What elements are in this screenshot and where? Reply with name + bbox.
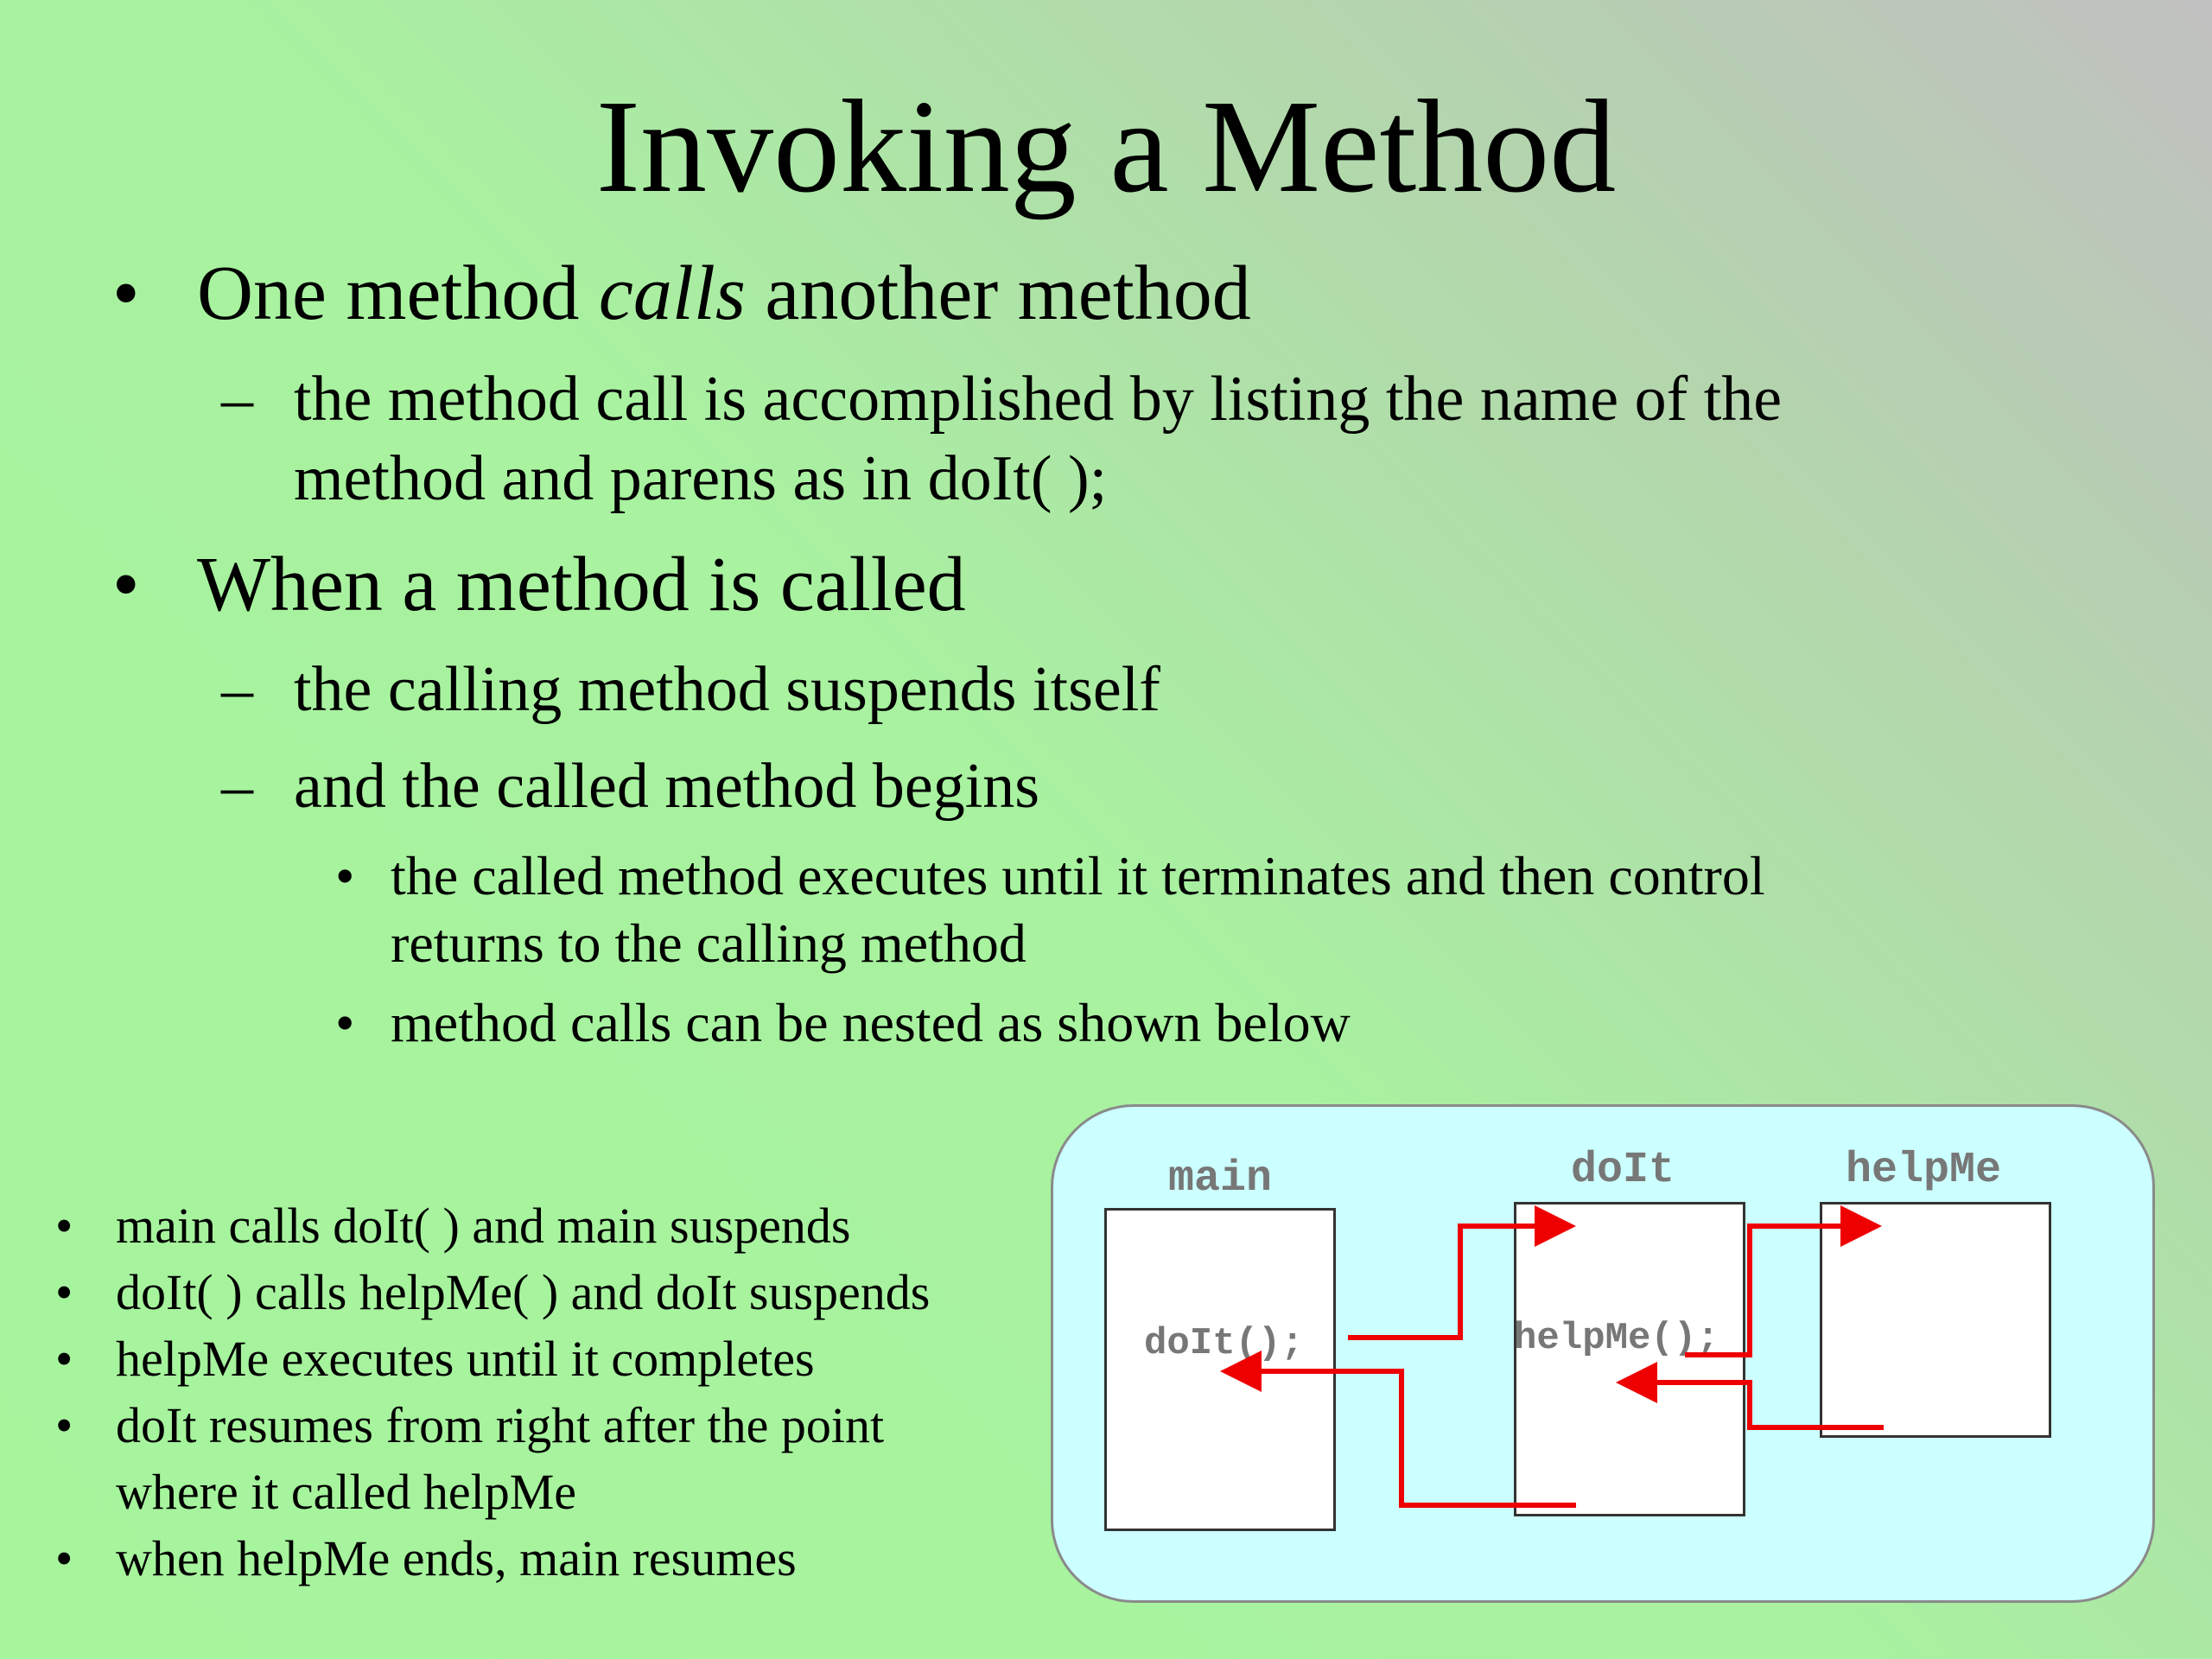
bullet-one-method-calls: One method calls another method [197, 251, 1251, 336]
main-label: main [1168, 1154, 1273, 1204]
sub-bullet-line-2: method and parens as in doIt( ); [294, 443, 1108, 514]
helpme-method-box [1820, 1202, 2051, 1438]
note-text: when helpMe ends, main resumes [116, 1530, 797, 1586]
note-item: • doIt( ) calls helpMe( ) and doIt suspe… [55, 1259, 930, 1325]
doit-label: doIt [1571, 1146, 1675, 1195]
bullet-glyph: • [112, 542, 140, 627]
bullet-glyph: • [55, 1397, 73, 1453]
bullet-glyph: • [112, 251, 140, 336]
bullet-text-post: another method [745, 251, 1251, 336]
bullet-text-emphasis: calls [598, 251, 746, 336]
sub-sub-bullet-executes-until-terminates: the called method executes until it term… [391, 842, 1765, 977]
dash-glyph: – [221, 751, 253, 822]
note-item: • when helpMe ends, main resumes [55, 1525, 930, 1592]
note-item: • helpMe executes until it completes [55, 1325, 930, 1392]
note-text-continued: where it called helpMe [116, 1464, 577, 1520]
bullet-glyph: • [55, 1530, 73, 1586]
bullet-when-method-called: When a method is called [197, 542, 966, 627]
bullet-text-pre: One method [197, 251, 599, 336]
note-text: doIt( ) calls helpMe( ) and doIt suspend… [116, 1264, 931, 1320]
sub-bullet-called-begins: and the called method begins [294, 751, 1040, 822]
note-item: • main calls doIt( ) and main suspends [55, 1192, 930, 1259]
bullet-glyph: • [55, 1264, 73, 1320]
helpme-call-text: helpMe(); [1514, 1317, 1719, 1360]
dash-glyph: – [221, 364, 253, 435]
note-text: helpMe executes until it completes [116, 1331, 815, 1387]
notes-list: • main calls doIt( ) and main suspends •… [55, 1192, 930, 1592]
slide-title: Invoking a Method [595, 73, 1617, 220]
note-text: main calls doIt( ) and main suspends [116, 1198, 851, 1254]
bullet-glyph: • [55, 1198, 73, 1254]
sub-sub-bullet-line-2: returns to the calling method [391, 912, 1027, 974]
note-text: doIt resumes from right after the point [116, 1397, 885, 1453]
note-item: • doIt resumes from right after the poin… [55, 1392, 930, 1525]
sub-bullet-calling-suspends: the calling method suspends itself [294, 654, 1160, 725]
doit-call-text: doIt(); [1144, 1322, 1304, 1365]
main-method-box [1104, 1208, 1336, 1531]
bullet-glyph: • [335, 845, 355, 906]
sub-bullet-line-1: the method call is accomplished by listi… [294, 364, 1783, 435]
sub-sub-bullet-nested-calls: method calls can be nested as shown belo… [391, 992, 1351, 1053]
bullet-glyph: • [55, 1331, 73, 1387]
helpme-label: helpMe [1846, 1146, 2002, 1195]
sub-sub-bullet-line-1: the called method executes until it term… [391, 845, 1765, 906]
bullet-glyph: • [335, 992, 355, 1053]
sub-bullet-method-call-listing: the method call is accomplished by listi… [294, 359, 1782, 518]
dash-glyph: – [221, 654, 253, 725]
